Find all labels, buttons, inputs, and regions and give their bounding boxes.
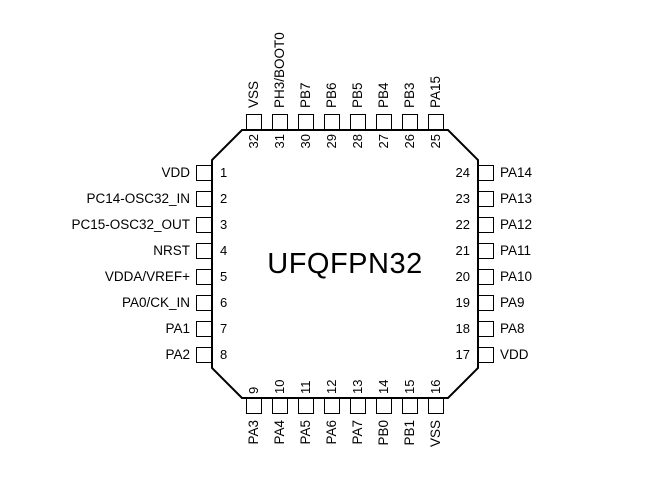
pin-number: 9 — [246, 386, 261, 394]
pin-number: 27 — [376, 134, 391, 149]
pin-number: 13 — [350, 379, 365, 394]
pin-pad — [246, 398, 262, 414]
pin-number: 12 — [324, 379, 339, 394]
pin-number: 5 — [220, 269, 228, 284]
pin-pad — [324, 114, 340, 130]
pin-number: 8 — [220, 347, 228, 362]
pin-pad — [196, 347, 212, 363]
pin-label: VDDA/VREF+ — [104, 269, 190, 284]
pin-pad — [196, 165, 212, 181]
pin-pad — [478, 295, 494, 311]
pin-number: 6 — [220, 295, 228, 310]
pin-label: VSS — [428, 420, 443, 448]
pin-pad — [478, 191, 494, 207]
pin-number: 2 — [220, 191, 228, 206]
pin-label: PC15-OSC32_OUT — [71, 217, 190, 232]
pin-label: PB5 — [350, 82, 365, 108]
pin-number: 14 — [376, 379, 391, 394]
pin-number: 16 — [428, 379, 443, 394]
pin-label: PA8 — [500, 321, 525, 336]
pin-label: PB4 — [376, 82, 391, 108]
pin-label: PB6 — [324, 82, 339, 108]
pin-pad — [350, 114, 366, 130]
pin-pad — [428, 114, 444, 130]
pin-number: 25 — [428, 134, 443, 149]
pin-pad — [402, 114, 418, 130]
pin-pad — [402, 398, 418, 414]
pin-number: 22 — [455, 217, 470, 232]
pin-number: 1 — [220, 165, 228, 180]
pin-number: 28 — [350, 134, 365, 149]
pin-label: PB7 — [298, 82, 313, 108]
pin-number: 24 — [455, 165, 470, 180]
pin-label: PB0 — [376, 420, 391, 446]
pin-number: 29 — [324, 134, 339, 149]
pin-pad — [196, 269, 212, 285]
pin-number: 4 — [220, 243, 228, 258]
pin-pad — [324, 398, 340, 414]
pin-pad — [428, 398, 444, 414]
pin-pad — [246, 114, 262, 130]
pin-label: PA15 — [428, 75, 443, 108]
pin-label: VDD — [500, 347, 529, 362]
pin-label: PA2 — [165, 347, 190, 362]
pin-label: PA7 — [350, 420, 365, 445]
pin-number: 26 — [402, 134, 417, 149]
pin-label: PA10 — [500, 269, 533, 284]
pin-pad — [376, 114, 392, 130]
pin-number: 7 — [220, 321, 228, 336]
pin-label: PA12 — [500, 217, 533, 232]
pin-label: VSS — [246, 80, 261, 108]
pin-number: 3 — [220, 217, 228, 232]
pin-label: PA1 — [165, 321, 190, 336]
package-name: UFQFPN32 — [267, 247, 423, 280]
pin-pad — [376, 398, 392, 414]
pin-pad — [478, 347, 494, 363]
pin-label: PH3/BOOT0 — [272, 32, 287, 108]
pin-pad — [272, 114, 288, 130]
pin-pad — [478, 321, 494, 337]
pin-pad — [196, 295, 212, 311]
pin-pad — [196, 191, 212, 207]
pin-pad — [298, 398, 314, 414]
pin-pad — [478, 243, 494, 259]
pin-pad — [350, 398, 366, 414]
pin-number: 32 — [246, 134, 261, 149]
pin-label: PA4 — [272, 420, 287, 445]
pin-pad — [478, 165, 494, 181]
pin-label: PA9 — [500, 295, 525, 310]
pin-label: PB3 — [402, 82, 417, 108]
pin-label: PA14 — [500, 165, 533, 180]
pin-label: NRST — [153, 243, 190, 258]
pin-label: PA5 — [298, 420, 313, 445]
pin-number: 30 — [298, 134, 313, 149]
pin-number: 21 — [455, 243, 470, 258]
pin-label: PA3 — [246, 420, 261, 445]
pin-label: PA11 — [500, 243, 532, 258]
chip-body-octagon — [211, 129, 479, 399]
pin-pad — [196, 217, 212, 233]
pin-label: PA13 — [500, 191, 533, 206]
pin-pad — [272, 398, 288, 414]
pin-label: PB1 — [402, 420, 417, 446]
pin-label: PA0/CK_IN — [121, 295, 190, 310]
pin-number: 19 — [455, 295, 470, 310]
pin-pad — [478, 217, 494, 233]
pin-number: 15 — [402, 379, 417, 394]
pin-label: PA6 — [324, 420, 339, 445]
pin-pad — [196, 243, 212, 259]
pin-pad — [298, 114, 314, 130]
pin-label: VDD — [161, 165, 190, 180]
pin-number: 23 — [455, 191, 470, 206]
pin-number: 10 — [272, 379, 287, 394]
pin-number: 11 — [298, 380, 313, 395]
pin-number: 18 — [455, 321, 470, 336]
pin-number: 20 — [455, 269, 470, 284]
pin-pad — [196, 321, 212, 337]
pin-pad — [478, 269, 494, 285]
pin-number: 31 — [272, 134, 287, 149]
pin-number: 17 — [455, 347, 470, 362]
pin-label: PC14-OSC32_IN — [86, 191, 190, 206]
